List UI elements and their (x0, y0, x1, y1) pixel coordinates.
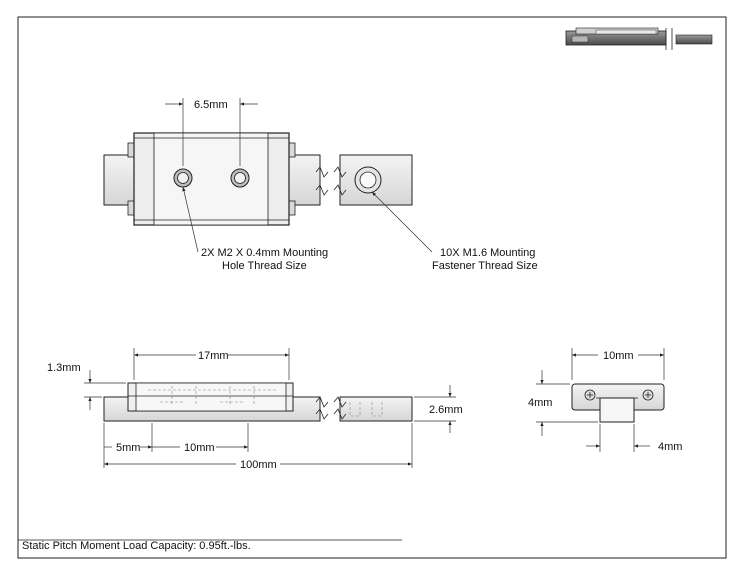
dim-carriage-width: 10mm (603, 350, 634, 362)
callout-fasteners-1: 10X M1.6 Mounting (440, 247, 535, 259)
dim-rail-length: 100mm (240, 459, 277, 471)
callout-mount-holes-2: Hole Thread Size (222, 260, 307, 272)
dim-height: 4mm (528, 397, 552, 409)
load-capacity-note: Static Pitch Moment Load Capacity: 0.95f… (22, 540, 251, 552)
dim-carriage-length: 17mm (198, 350, 229, 362)
dim-end-to-hole: 5mm (116, 442, 140, 454)
top-view: 6.5mm 2X M2 X 0.4mm Mounting Hole Thread… (103, 98, 538, 272)
side-view: 17mm 1.3mm 2.6mm 5mm 10mm 100mm (47, 348, 463, 471)
dim-hole-pitch: 10mm (184, 442, 215, 454)
dim-hole-spacing: 6.5mm (194, 99, 228, 111)
title-block: Static Pitch Moment Load Capacity: 0.95f… (18, 539, 402, 552)
callout-mount-holes-1: 2X M2 X 0.4mm Mounting (201, 247, 328, 259)
screw-right-icon (642, 389, 654, 401)
rail-end-profile (599, 397, 635, 423)
callout-fasteners-2: Fastener Thread Size (432, 260, 538, 272)
dim-rail-height: 2.6mm (429, 404, 463, 416)
dim-offset: 1.3mm (47, 362, 81, 374)
drawing-border (17, 16, 727, 559)
screw-left-icon (584, 389, 596, 401)
end-view: 10mm 4mm 4mm (528, 348, 682, 453)
thumbnail-view (565, 27, 713, 50)
rail-side-right (339, 396, 413, 422)
dim-rail-width: 4mm (658, 441, 682, 453)
